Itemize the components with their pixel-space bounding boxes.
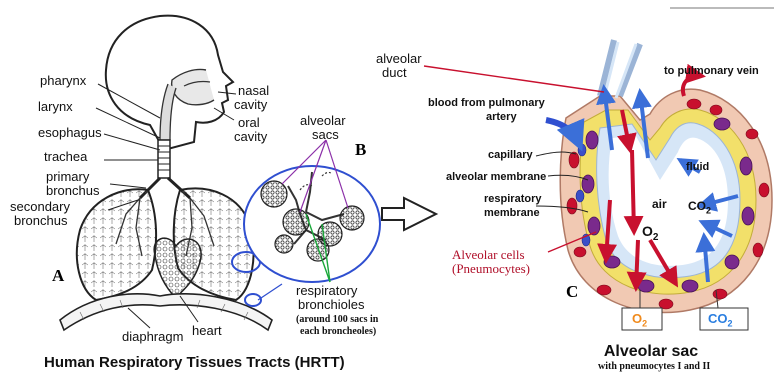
big-arrow-icon bbox=[382, 198, 436, 230]
label-blood-from-artery-1: blood from pulmonary bbox=[428, 98, 545, 109]
label-alveolar-membrane: alveolar membrane bbox=[446, 172, 546, 183]
label-nasal-1: nasal bbox=[238, 84, 269, 97]
label-co2-box: CO2 bbox=[708, 312, 733, 331]
label-nasal-2: cavity bbox=[234, 98, 267, 111]
label-resp-membrane-1: respiratory bbox=[484, 194, 541, 205]
label-capillary: capillary bbox=[488, 150, 533, 161]
subcaption-pneumocytes: with pneumocytes I and II bbox=[598, 362, 710, 372]
left-lung bbox=[77, 189, 156, 300]
label-sac-note-2: each broncheoles) bbox=[300, 326, 376, 337]
label-o2-box: O2 bbox=[632, 312, 647, 331]
label-o2-inner: O2 bbox=[642, 224, 658, 245]
label-resp-membrane-2: membrane bbox=[484, 208, 540, 219]
label-alveolar-sacs-1: alveolar bbox=[300, 114, 346, 127]
respiratory-tract-illustration bbox=[60, 16, 282, 330]
label-pharynx: pharynx bbox=[40, 74, 86, 87]
label-alveolar-duct-2: duct bbox=[382, 66, 407, 79]
label-resp-bronchioles-1: respiratory bbox=[296, 284, 357, 297]
alveolar-sacs-illustration bbox=[244, 140, 436, 282]
label-secondary-2: bronchus bbox=[14, 214, 67, 227]
label-alveolar-duct-1: alveolar bbox=[376, 52, 422, 65]
label-oral-1: oral bbox=[238, 116, 260, 129]
label-sac-note-1: (around 100 sacs in bbox=[296, 314, 378, 325]
label-oral-2: cavity bbox=[234, 130, 267, 143]
label-air: air bbox=[652, 198, 667, 210]
alveolus-illustration bbox=[546, 8, 774, 330]
label-resp-bronchioles-2: bronchioles bbox=[298, 298, 365, 311]
heart-shape bbox=[154, 238, 201, 298]
label-esophagus: esophagus bbox=[38, 126, 102, 139]
label-primary-2: bronchus bbox=[46, 184, 99, 197]
label-to-pulmonary-vein: to pulmonary vein bbox=[664, 66, 759, 77]
label-alveolar-cells-2: (Pneumocytes) bbox=[452, 262, 530, 276]
label-trachea: trachea bbox=[44, 150, 87, 163]
caption-alveolar-sac: Alveolar sac bbox=[588, 344, 714, 360]
label-blood-from-artery-2: artery bbox=[486, 112, 517, 123]
panel-letter-a: A bbox=[52, 266, 64, 286]
label-alveolar-cells-1: Alveolar cells bbox=[452, 248, 525, 262]
label-fluid: fluid bbox=[686, 162, 709, 173]
label-primary-1: primary bbox=[46, 170, 89, 183]
label-co2-inner: CO2 bbox=[688, 200, 711, 216]
panel-letter-c: C bbox=[566, 282, 578, 302]
caption-hrtt: Human Respiratory Tissues Tracts (HRTT) bbox=[44, 355, 345, 370]
label-alveolar-sacs-2: sacs bbox=[312, 128, 339, 141]
panel-letter-b: B bbox=[355, 140, 366, 160]
label-secondary-1: secondary bbox=[10, 200, 70, 213]
label-diaphragm: diaphragm bbox=[122, 330, 183, 343]
diaphragm-shape bbox=[60, 294, 272, 330]
label-larynx: larynx bbox=[38, 100, 73, 113]
label-heart: heart bbox=[192, 324, 222, 337]
